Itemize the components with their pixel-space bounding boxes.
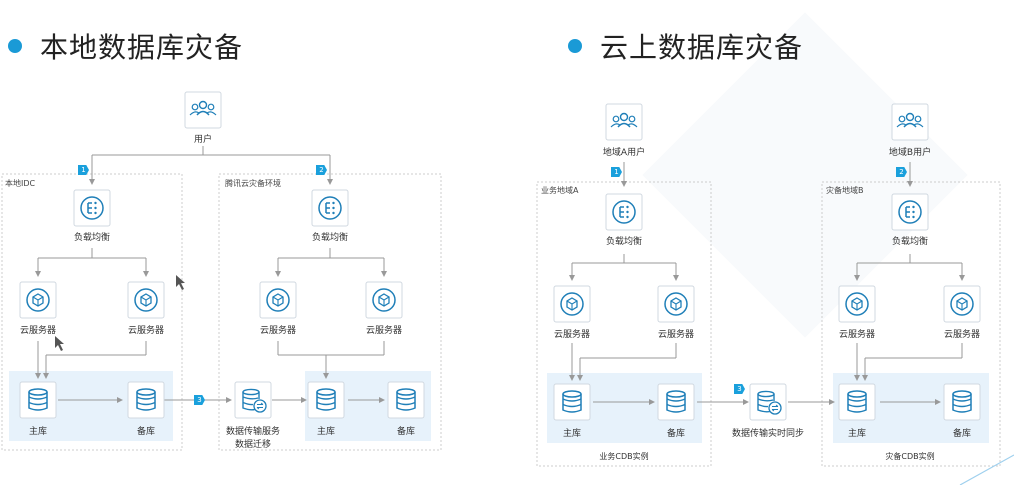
cloud-server-icon bbox=[838, 285, 876, 323]
left-title-text: 本地数据库灾备 bbox=[40, 31, 244, 64]
dts-sync-label: 数据传输实时同步 bbox=[731, 429, 805, 439]
zone-a-box bbox=[536, 181, 712, 467]
user-label: 用户 bbox=[193, 135, 213, 145]
server-label: 云服务器 bbox=[127, 326, 165, 336]
data-transfer-icon bbox=[234, 381, 272, 419]
bullet-dot-icon bbox=[568, 39, 582, 53]
user-b-icon bbox=[891, 103, 929, 141]
right-title: 云上数据库灾备 bbox=[568, 26, 803, 66]
database-icon bbox=[553, 383, 591, 421]
step-badge: 2 bbox=[896, 167, 907, 177]
backup-db-label: 备库 bbox=[666, 429, 686, 439]
zone-cloud-label: 腾讯云灾备环境 bbox=[225, 179, 281, 188]
server-label: 云服务器 bbox=[943, 330, 981, 340]
server-label: 云服务器 bbox=[657, 330, 695, 340]
lb-label: 负载均衡 bbox=[891, 237, 929, 247]
data-transfer-icon bbox=[749, 383, 787, 421]
step-badge: 1 bbox=[611, 167, 622, 177]
load-balancer-icon bbox=[73, 189, 111, 227]
cursor-icon bbox=[176, 275, 185, 290]
bullet-dot-icon bbox=[8, 39, 22, 53]
master-db-label: 主库 bbox=[28, 427, 48, 437]
database-icon bbox=[657, 383, 695, 421]
db-instance-a-label: 业务CDB实例 bbox=[599, 452, 649, 461]
server-label: 云服务器 bbox=[553, 330, 591, 340]
cloud-server-icon bbox=[259, 281, 297, 319]
step-badge: 1 bbox=[78, 165, 89, 175]
cloud-server-icon bbox=[657, 285, 695, 323]
lb-label: 负载均衡 bbox=[605, 237, 643, 247]
master-db-label: 主库 bbox=[562, 429, 582, 439]
database-icon bbox=[387, 381, 425, 419]
server-label: 云服务器 bbox=[19, 326, 57, 336]
left-title: 本地数据库灾备 bbox=[8, 26, 243, 66]
step-badge: 2 bbox=[316, 165, 327, 175]
backup-db-label: 备库 bbox=[952, 429, 972, 439]
load-balancer-icon bbox=[311, 189, 349, 227]
zone-idc-label: 本地IDC bbox=[5, 179, 36, 188]
cloud-server-icon bbox=[943, 285, 981, 323]
database-icon bbox=[943, 383, 981, 421]
server-label: 云服务器 bbox=[365, 326, 403, 336]
dts-label: 数据传输服务 bbox=[225, 427, 281, 437]
cursor-icon bbox=[55, 336, 64, 351]
server-label: 云服务器 bbox=[259, 326, 297, 336]
decorative-line bbox=[959, 454, 1014, 485]
database-icon bbox=[19, 381, 57, 419]
database-icon bbox=[838, 383, 876, 421]
zone-cloud-box bbox=[218, 173, 442, 451]
step-badge: 3 bbox=[194, 395, 205, 405]
lb-label: 负载均衡 bbox=[311, 233, 349, 243]
cloud-server-icon bbox=[553, 285, 591, 323]
database-icon bbox=[307, 381, 345, 419]
left-diagram bbox=[1, 91, 442, 451]
user-a-icon bbox=[605, 103, 643, 141]
dts-sub-label: 数据迁移 bbox=[234, 440, 272, 450]
load-balancer-icon bbox=[891, 193, 929, 231]
cloud-server-icon bbox=[19, 281, 57, 319]
right-diagram bbox=[536, 103, 1014, 485]
user-a-label: 地域A用户 bbox=[602, 148, 646, 158]
user-icon bbox=[184, 91, 222, 129]
step-badge: 3 bbox=[734, 384, 745, 394]
user-b-label: 地域B用户 bbox=[888, 148, 932, 158]
load-balancer-icon bbox=[605, 193, 643, 231]
server-label: 云服务器 bbox=[838, 330, 876, 340]
cloud-server-icon bbox=[127, 281, 165, 319]
backup-db-label: 备库 bbox=[396, 427, 416, 437]
database-icon bbox=[127, 381, 165, 419]
backup-db-label: 备库 bbox=[136, 427, 156, 437]
lb-label: 负载均衡 bbox=[73, 233, 111, 243]
zone-b-label: 灾备地域B bbox=[826, 186, 864, 195]
right-title-text: 云上数据库灾备 bbox=[600, 31, 804, 64]
master-db-label: 主库 bbox=[847, 429, 867, 439]
master-db-label: 主库 bbox=[316, 427, 336, 437]
db-instance-b-label: 灾备CDB实例 bbox=[885, 452, 935, 461]
zone-a-label: 业务地域A bbox=[541, 186, 579, 195]
cloud-server-icon bbox=[365, 281, 403, 319]
